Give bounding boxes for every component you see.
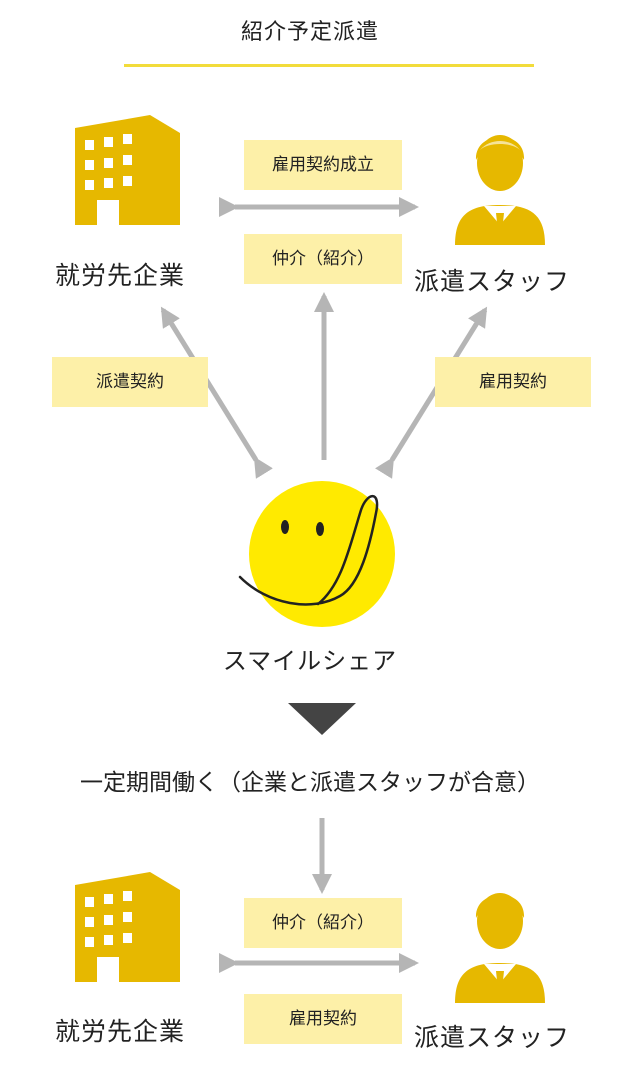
middle-statement: 一定期間働く（企業と派遣スタッフが合意）: [80, 770, 540, 796]
bottom-upper-tag: 仲介（紹介）: [244, 898, 402, 948]
building-icon: [75, 115, 180, 225]
down-triangle-icon: [288, 703, 356, 735]
upper-relation-tag: 雇用契約成立: [244, 140, 402, 190]
left-diagonal-tag: 派遣契約: [52, 357, 208, 407]
bottom-company-label: 就労先企業: [55, 1017, 186, 1046]
center-company-label: スマイルシェア: [222, 647, 398, 675]
bottom-staff-label: 派遣スタッフ: [414, 1023, 571, 1052]
right-diagonal-tag: 雇用契約: [435, 357, 591, 407]
smile-logo: [238, 481, 395, 627]
company-label: 就労先企業: [55, 261, 186, 290]
diagram-title: 紹介予定派遣: [240, 20, 379, 45]
person-icon: [455, 135, 545, 245]
staff-label: 派遣スタッフ: [414, 267, 571, 296]
bottom-lower-tag: 雇用契約: [244, 994, 402, 1044]
left-diagonal-arrow: [160, 306, 273, 479]
person-icon: [455, 893, 545, 1003]
building-icon: [75, 872, 180, 982]
title-underline: [124, 64, 534, 67]
lower-relation-tag: 仲介（紹介）: [244, 234, 402, 284]
